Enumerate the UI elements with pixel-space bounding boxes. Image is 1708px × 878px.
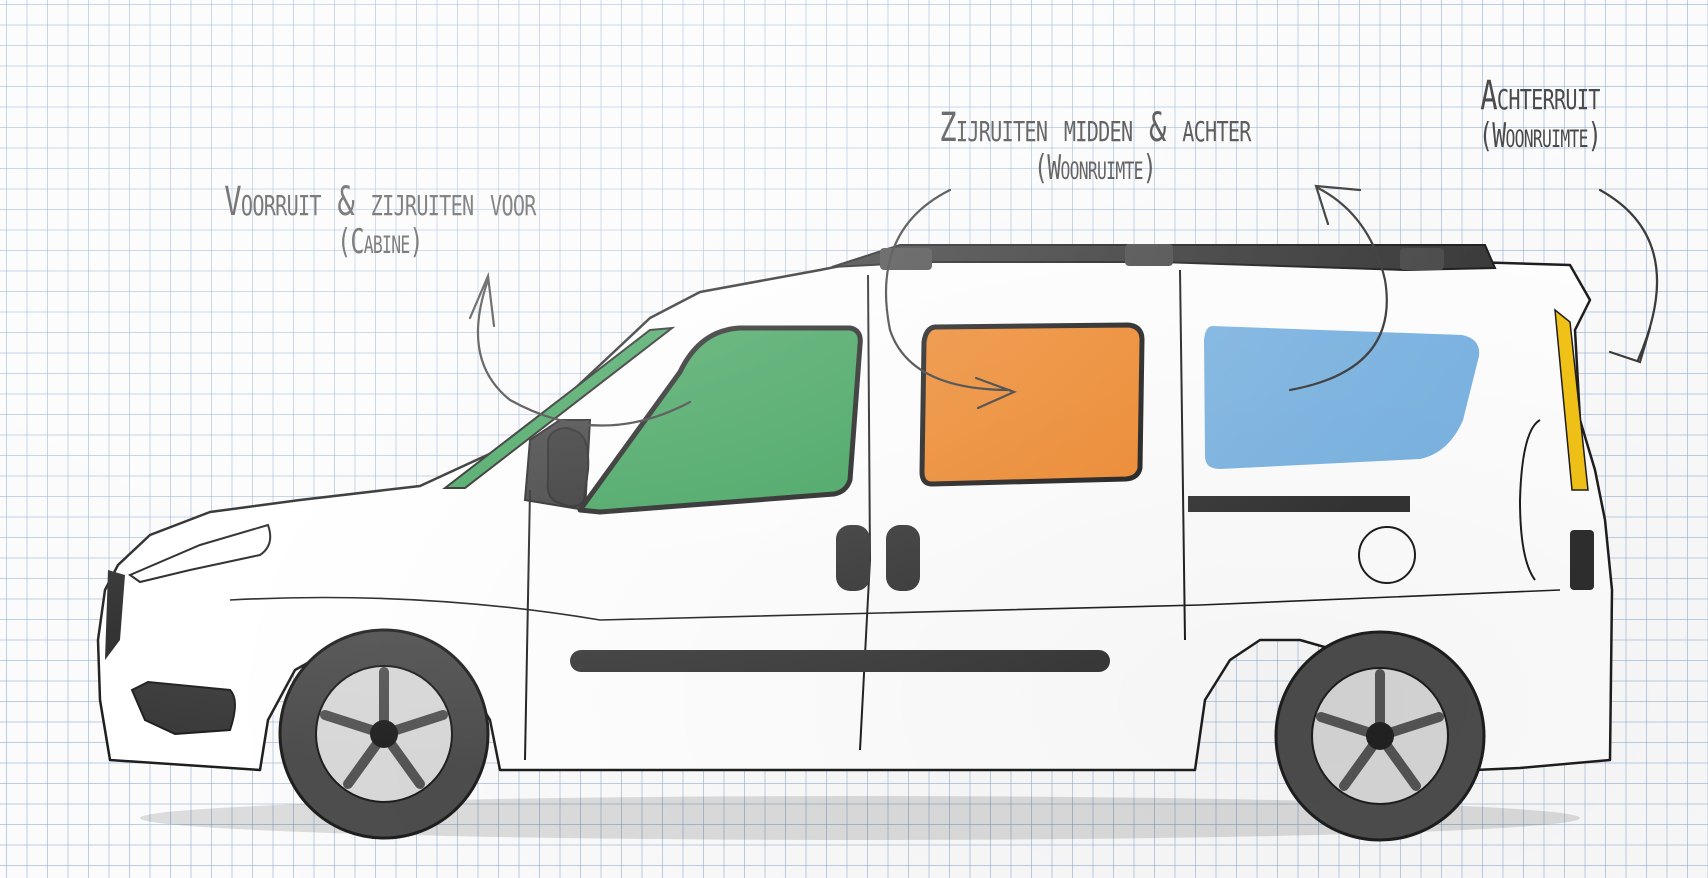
fuel-cap xyxy=(1358,526,1416,584)
middle-side-window xyxy=(919,322,1145,487)
label-midden-title: Zijruiten midden & achter xyxy=(939,105,1251,151)
door-line xyxy=(524,489,531,761)
rear-bumper xyxy=(1518,419,1541,581)
arrow-midden-left xyxy=(884,188,1017,410)
front-grille xyxy=(105,570,125,660)
rear-wheel xyxy=(1274,630,1486,842)
fog-light xyxy=(130,680,236,736)
label-achter: Achterruit (Woonruimte) xyxy=(1410,74,1670,154)
rear-side-window xyxy=(1203,325,1480,470)
side-protection-strip xyxy=(570,650,1110,672)
door-handle xyxy=(886,525,920,591)
roof-rail-foot xyxy=(880,248,932,270)
front-side-window xyxy=(577,325,863,515)
label-midden-subtitle: (Woonruimte) xyxy=(1033,148,1157,188)
roof-rail-foot xyxy=(1400,248,1444,270)
door-rail xyxy=(1188,496,1410,512)
roof-rail-foot xyxy=(1125,244,1173,266)
label-cabine: Voorruit & zijruiten voor (Cabine) xyxy=(120,180,640,260)
arrow-midden-right xyxy=(1288,184,1388,392)
label-cabine-subtitle: (Cabine) xyxy=(337,222,423,262)
arrow-achter xyxy=(1598,188,1658,364)
headlight xyxy=(127,523,272,584)
label-achter-subtitle: (Woonruimte) xyxy=(1478,116,1602,156)
windshield-glass xyxy=(442,326,676,489)
door-handle xyxy=(836,525,870,591)
label-midden: Zijruiten midden & achter (Woonruimte) xyxy=(830,106,1360,186)
annotation-arrows xyxy=(468,184,1658,427)
label-achter-title: Achterruit xyxy=(1480,73,1600,119)
arrow-cabine xyxy=(468,271,692,427)
body-crease xyxy=(229,589,1561,621)
rear-window-glass xyxy=(1554,308,1589,491)
label-cabine-title: Voorruit & zijruiten voor xyxy=(224,179,536,225)
door-line xyxy=(1179,269,1186,641)
side-mirror xyxy=(546,426,590,508)
front-wheel xyxy=(278,628,490,840)
tail-light xyxy=(1570,530,1594,590)
ground-shadow xyxy=(140,796,1580,840)
